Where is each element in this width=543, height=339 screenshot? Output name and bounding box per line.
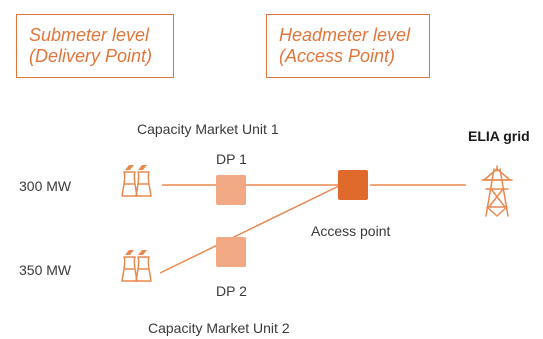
plant1-capacity: 300 MW [19,178,72,194]
cmu1-label: Capacity Market Unit 1 [137,121,279,137]
access-point-label: Access point [311,223,391,239]
power-plant-icon [121,250,152,282]
dp2-label: DP 2 [216,283,247,299]
delivery-point-1-box [216,175,246,205]
plant2-capacity: 350 MW [19,262,72,278]
power-plant-icon [121,165,152,197]
submeter-level-subtitle: (Delivery Point) [29,46,153,66]
delivery-point-2-box [216,237,246,267]
submeter-level-box: Submeter level (Delivery Point) [16,14,174,78]
headmeter-level-box: Headmeter level (Access Point) [266,14,430,78]
plant2-to-access-point-line [159,182,346,274]
headmeter-level-subtitle: (Access Point) [279,46,396,66]
cmu2-label: Capacity Market Unit 2 [148,320,290,336]
access-point-box [338,170,368,200]
headmeter-level-title: Headmeter level [279,25,411,45]
submeter-level-title: Submeter level [29,25,150,45]
transmission-tower-icon [481,165,513,217]
dp1-label: DP 1 [216,151,247,167]
elia-grid-label: ELIA grid [468,128,530,144]
